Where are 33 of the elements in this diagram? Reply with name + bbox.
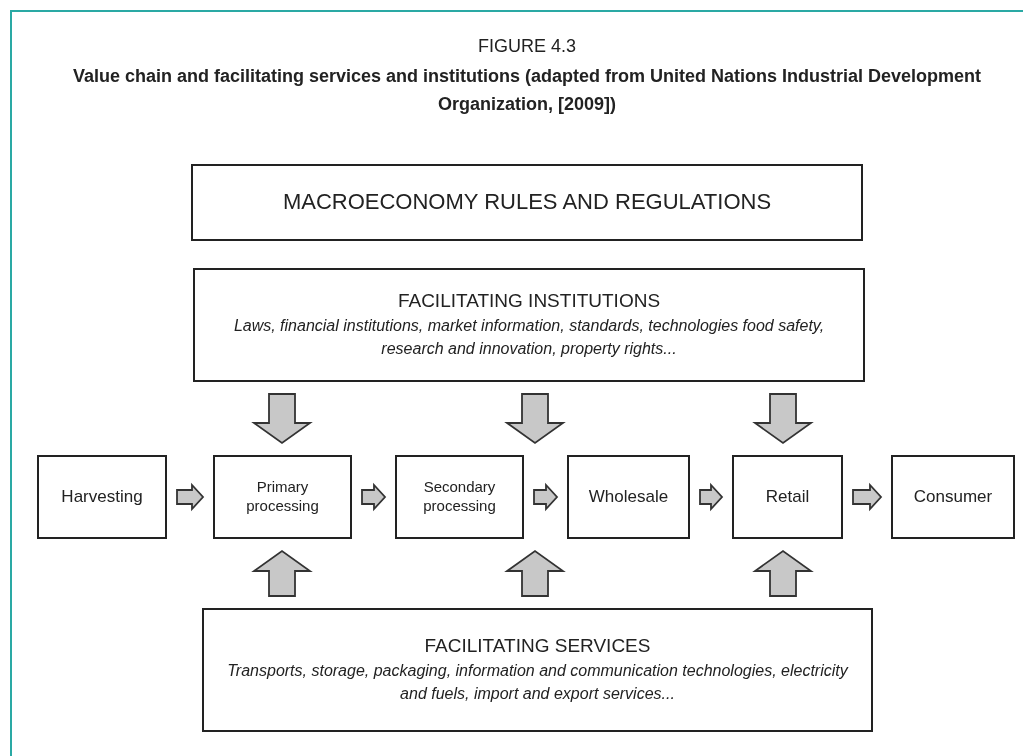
block-arrow <box>752 549 814 597</box>
process-box <box>567 455 690 539</box>
figure-number: FIGURE 4.3 <box>477 36 577 57</box>
process-box <box>213 455 352 539</box>
box-description: Laws, financial institutions, market information, standards, technologies food safety, research and innovation, property rights... <box>232 316 826 360</box>
info-box <box>193 268 865 382</box>
step-label: Consumer <box>913 486 993 508</box>
figure-caption: Value chain and facilitating services and institutions (adapted from United Nations Industrial Development Organization, [2009]) <box>71 65 983 116</box>
block-arrow <box>361 482 387 512</box>
block-arrow <box>504 549 566 597</box>
block-arrow <box>251 393 313 445</box>
process-box <box>395 455 524 539</box>
block-arrow <box>251 549 313 597</box>
process-box <box>732 455 843 539</box>
block-arrow <box>504 393 566 445</box>
process-box <box>37 455 167 539</box>
step-label: Secondary processing <box>422 478 497 516</box>
info-box <box>202 608 873 732</box>
step-label: Primary processing <box>245 478 320 516</box>
block-arrow <box>752 393 814 445</box>
box-heading: MACROECONOMY RULES AND REGULATIONS <box>282 188 772 217</box>
step-label: Harvesting <box>61 486 143 508</box>
process-box <box>891 455 1015 539</box>
block-arrow <box>533 482 559 512</box>
step-label: Retail <box>765 486 810 508</box>
step-label: Wholesale <box>588 486 669 508</box>
box-description: Transports, storage, packaging, information and communication technologies, electricity and fuels, import and export services... <box>226 661 850 705</box>
info-box <box>191 164 863 241</box>
box-heading: FACILITATING INSTITUTIONS <box>397 289 661 314</box>
block-arrow <box>699 482 724 512</box>
block-arrow <box>852 482 883 512</box>
box-heading: FACILITATING SERVICES <box>424 634 651 659</box>
block-arrow <box>176 482 205 512</box>
